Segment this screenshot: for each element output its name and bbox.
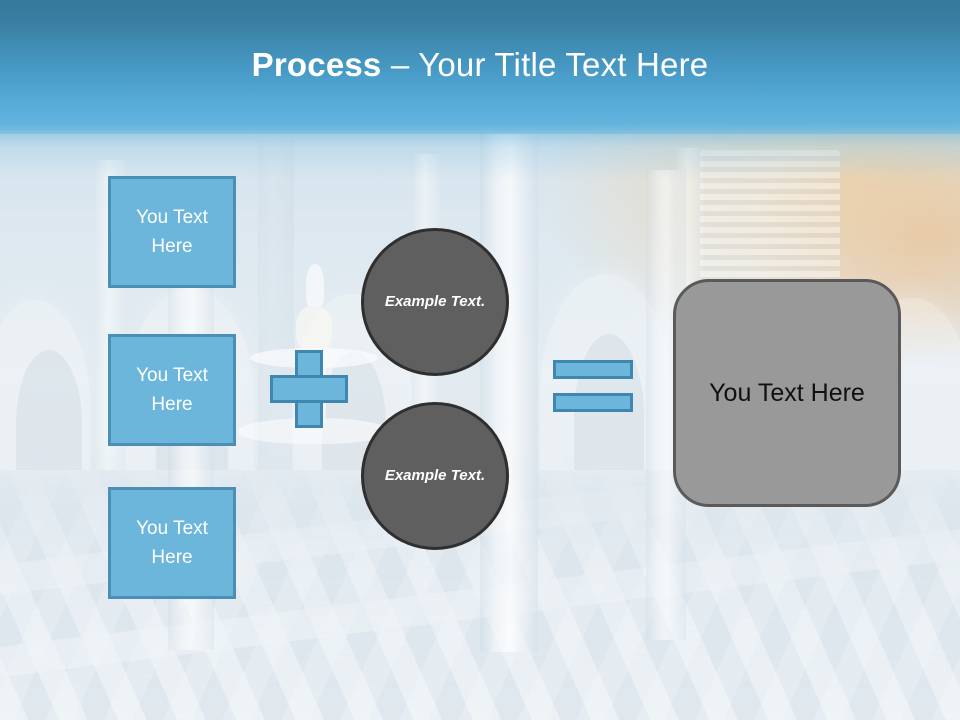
example-circle-1[interactable]: Example Text. <box>361 228 509 376</box>
page-title-regular: – Your Title Text Here <box>381 46 709 83</box>
input-box-3-label: You Text Here <box>136 517 208 568</box>
result-box[interactable]: You Text Here <box>673 279 901 507</box>
header-fade <box>0 120 960 180</box>
pillar-shape <box>258 140 294 470</box>
plus-icon <box>270 350 348 428</box>
foreground-column <box>480 132 538 652</box>
example-circle-2-label: Example Text. <box>384 466 486 484</box>
page-title: Process – Your Title Text Here <box>0 46 960 83</box>
equals-top-bar <box>553 360 633 379</box>
equals-bottom-bar <box>553 393 633 412</box>
fountain-urn <box>296 306 332 352</box>
input-box-2[interactable]: You Text Here <box>108 334 236 446</box>
equals-icon <box>553 360 633 412</box>
example-circle-1-label: Example Text. <box>384 292 486 310</box>
fountain-statue <box>306 264 324 308</box>
plus-center-fill <box>298 378 320 400</box>
input-box-1[interactable]: You Text Here <box>108 176 236 288</box>
result-box-label: You Text Here <box>709 378 865 407</box>
input-box-1-label: You Text Here <box>136 206 208 257</box>
page-title-bold: Process <box>251 46 382 83</box>
header-band <box>0 0 960 134</box>
example-circle-2[interactable]: Example Text. <box>361 402 509 550</box>
input-box-3[interactable]: You Text Here <box>108 487 236 599</box>
input-box-2-label: You Text Here <box>136 364 208 415</box>
arch-shape <box>16 350 82 470</box>
